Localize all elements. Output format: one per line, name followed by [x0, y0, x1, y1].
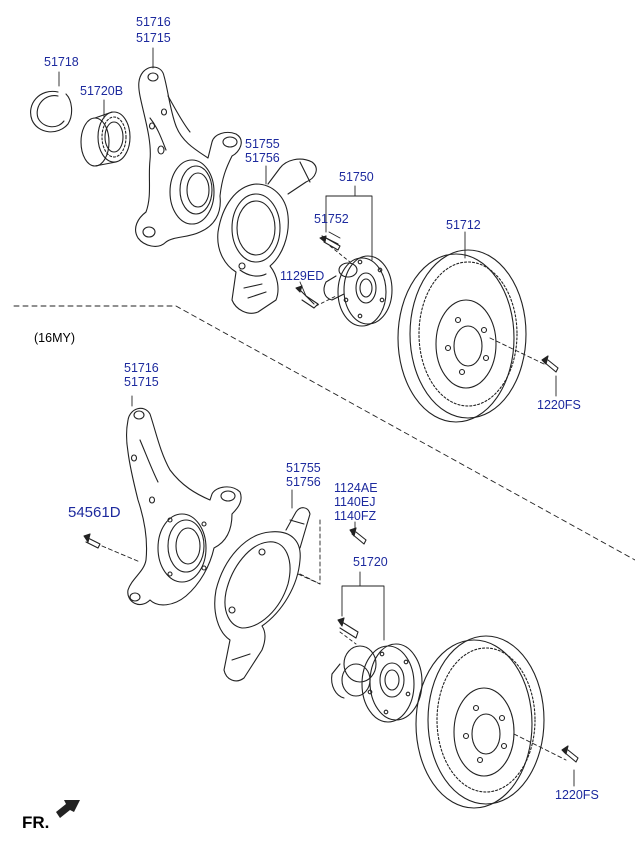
snap-ring-51718	[30, 90, 73, 133]
part-number-51755-top: 51755	[245, 137, 280, 151]
part-number-1140FZ: 1140FZ	[334, 509, 377, 523]
part-number-51715-bottom: 51715	[124, 375, 159, 389]
part-number-51750: 51750	[339, 170, 374, 184]
part-number-51712: 51712	[446, 218, 481, 232]
part-number-51720B: 51720B	[80, 84, 124, 98]
brake-disc-bottom	[415, 635, 545, 809]
front-arrow-icon	[56, 800, 80, 818]
model-year-note: (16MY)	[34, 331, 75, 345]
part-number-51716-top: 51716	[136, 15, 171, 29]
bolt-51752	[319, 235, 341, 251]
part-number-51715-top: 51715	[136, 31, 171, 45]
brake-disc-top	[397, 249, 527, 423]
screw-1220FS-bottom	[561, 745, 579, 763]
bolt-1124AE	[349, 527, 367, 545]
screw-1220FS-top	[541, 355, 559, 373]
leaders-bottom	[131, 395, 575, 787]
dust-shield-top	[217, 158, 317, 314]
hub-bearing-51720	[331, 643, 423, 723]
knuckle-top	[135, 66, 242, 247]
bolt-54561D	[83, 533, 141, 563]
part-number-51755-bottom: 51755	[286, 461, 321, 475]
section-divider	[13, 305, 635, 561]
part-number-1124AE: 1124AE	[334, 481, 378, 495]
part-number-51756-top: 51756	[245, 151, 280, 165]
part-number-51720: 51720	[353, 555, 388, 569]
dust-shield-bottom	[214, 507, 311, 682]
hub-51750	[323, 255, 393, 327]
part-number-1220FS-bottom: 1220FS	[555, 788, 599, 802]
knuckle-bottom	[125, 407, 242, 606]
part-number-1140EJ: 1140EJ	[334, 495, 376, 509]
part-number-51756-bottom: 51756	[286, 475, 321, 489]
part-number-54561D: 54561D	[68, 504, 121, 521]
part-number-1129ED: 1129ED	[280, 269, 325, 283]
part-number-51716-bottom: 51716	[124, 361, 159, 375]
bearing-51720B	[80, 111, 131, 167]
bolt-1129ED	[295, 285, 319, 309]
part-number-1220FS-top: 1220FS	[537, 398, 581, 412]
leaders-top	[58, 47, 557, 397]
bolt-51720-stud	[337, 617, 359, 639]
front-indicator-label: FR.	[22, 813, 50, 832]
part-number-51718: 51718	[44, 55, 79, 69]
part-number-51752: 51752	[314, 212, 349, 226]
